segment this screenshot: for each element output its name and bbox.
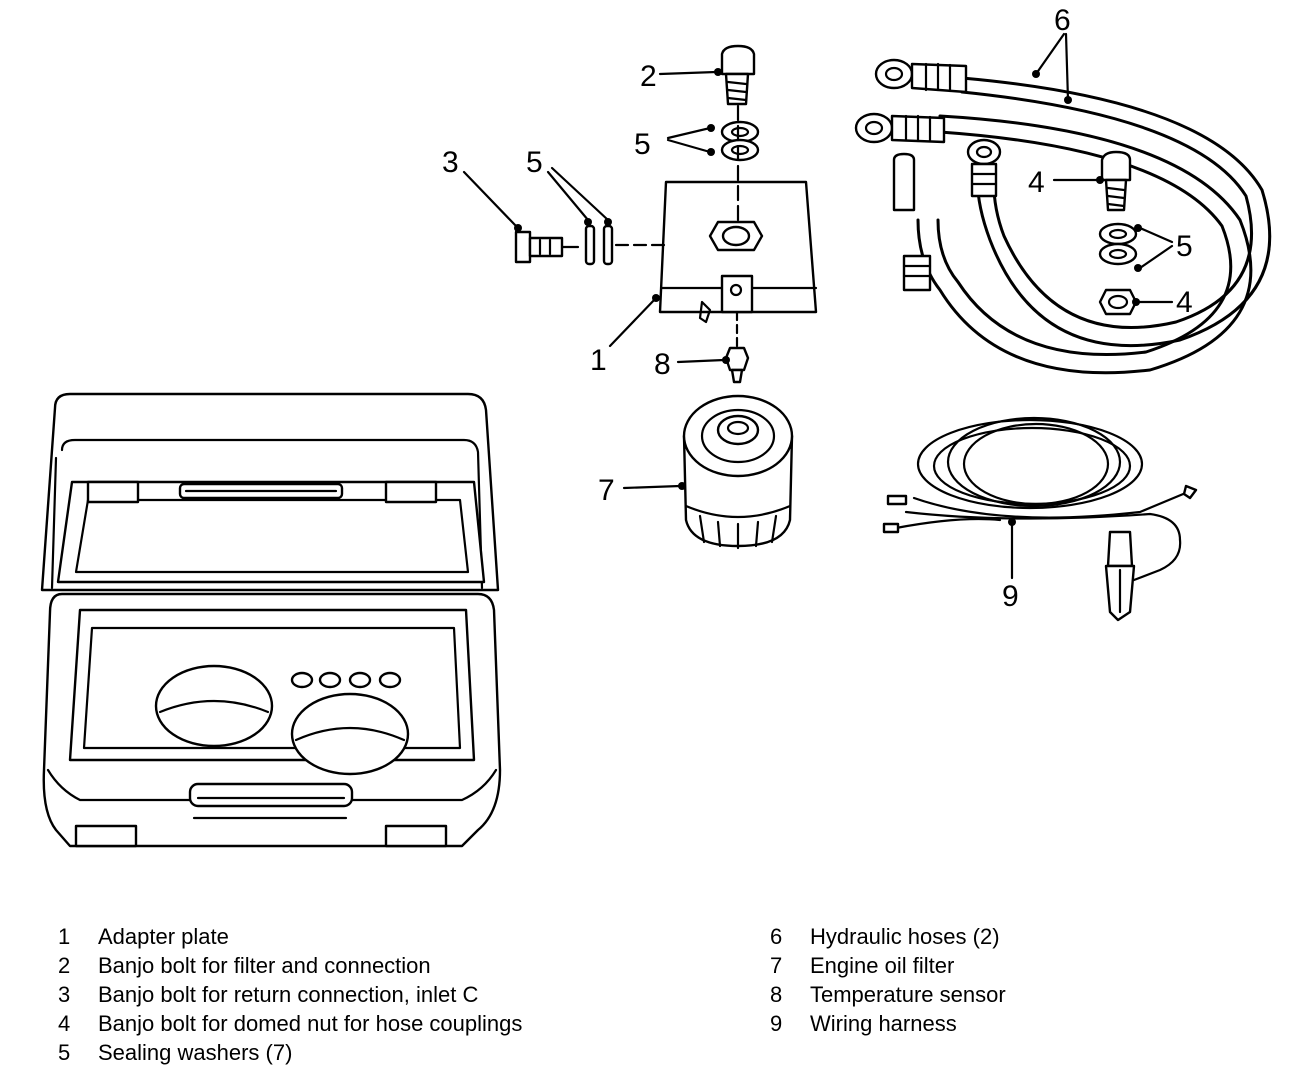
- callout-5-right: 5: [1176, 230, 1193, 263]
- banjo-bolt-domed-nut: [1100, 150, 1132, 212]
- callout-2: 2: [640, 60, 657, 93]
- legend-item: 8 Temperature sensor: [770, 980, 1006, 1009]
- legend-item: 6 Hydraulic hoses (2): [770, 922, 1006, 951]
- engine-oil-filter: [682, 394, 794, 550]
- legend-left: 1 Adapter plate 2 Banjo bolt for filter …: [58, 922, 522, 1067]
- legend-number: 4: [58, 1011, 71, 1036]
- callout-4-nut: 4: [1176, 286, 1193, 319]
- legend-number: 7: [770, 953, 783, 978]
- legend-text: Banjo bolt for filter and connection: [98, 953, 431, 978]
- wiring-harness: [882, 416, 1198, 622]
- legend-number: 5: [58, 1040, 71, 1065]
- legend-text: Wiring harness: [810, 1011, 957, 1036]
- legend-text: Temperature sensor: [810, 982, 1006, 1007]
- carrying-case: [40, 392, 502, 848]
- callout-9: 9: [1002, 580, 1019, 613]
- adapter-plate: [658, 180, 818, 324]
- legend-item: 9 Wiring harness: [770, 1009, 1006, 1038]
- legend-number: 9: [770, 1011, 783, 1036]
- temperature-sensor: [724, 310, 750, 384]
- legend-text: Adapter plate: [98, 924, 229, 949]
- banjo-bolt-return: [514, 230, 580, 264]
- callout-1: 1: [590, 344, 607, 377]
- domed-nut: [1098, 288, 1138, 316]
- leader-lines: [462, 32, 1174, 580]
- sealing-washers-top: [720, 120, 760, 162]
- hydraulic-hoses: [854, 58, 1272, 375]
- banjo-bolt-filter: [720, 44, 756, 106]
- sealing-washers-left: [584, 224, 614, 266]
- legend-item: 7 Engine oil filter: [770, 951, 1006, 980]
- legend-number: 3: [58, 982, 71, 1007]
- legend-item: 3 Banjo bolt for return connection, inle…: [58, 980, 522, 1009]
- legend-item: 5 Sealing washers (7): [58, 1038, 522, 1067]
- legend-right: 6 Hydraulic hoses (2) 7 Engine oil filte…: [770, 922, 1006, 1038]
- legend-text: Hydraulic hoses (2): [810, 924, 1000, 949]
- callout-3: 3: [442, 146, 459, 179]
- callout-7: 7: [598, 474, 615, 507]
- callout-5-top: 5: [634, 128, 651, 161]
- legend-item: 2 Banjo bolt for filter and connection: [58, 951, 522, 980]
- legend-text: Banjo bolt for return connection, inlet …: [98, 982, 479, 1007]
- legend-text: Engine oil filter: [810, 953, 955, 978]
- legend-number: 1: [58, 924, 71, 949]
- legend-number: 6: [770, 924, 783, 949]
- legend-number: 2: [58, 953, 71, 978]
- legend-text: Banjo bolt for domed nut for hose coupli…: [98, 1011, 523, 1036]
- legend-item: 1 Adapter plate: [58, 922, 522, 951]
- legend-item: 4 Banjo bolt for domed nut for hose coup…: [58, 1009, 522, 1038]
- legend-text: Sealing washers (7): [98, 1040, 293, 1065]
- callout-5-left: 5: [526, 146, 543, 179]
- callout-4-bolt: 4: [1028, 166, 1045, 199]
- callout-8: 8: [654, 348, 671, 381]
- callout-6: 6: [1054, 4, 1071, 37]
- sealing-washers-right: [1098, 222, 1138, 266]
- legend-number: 8: [770, 982, 783, 1007]
